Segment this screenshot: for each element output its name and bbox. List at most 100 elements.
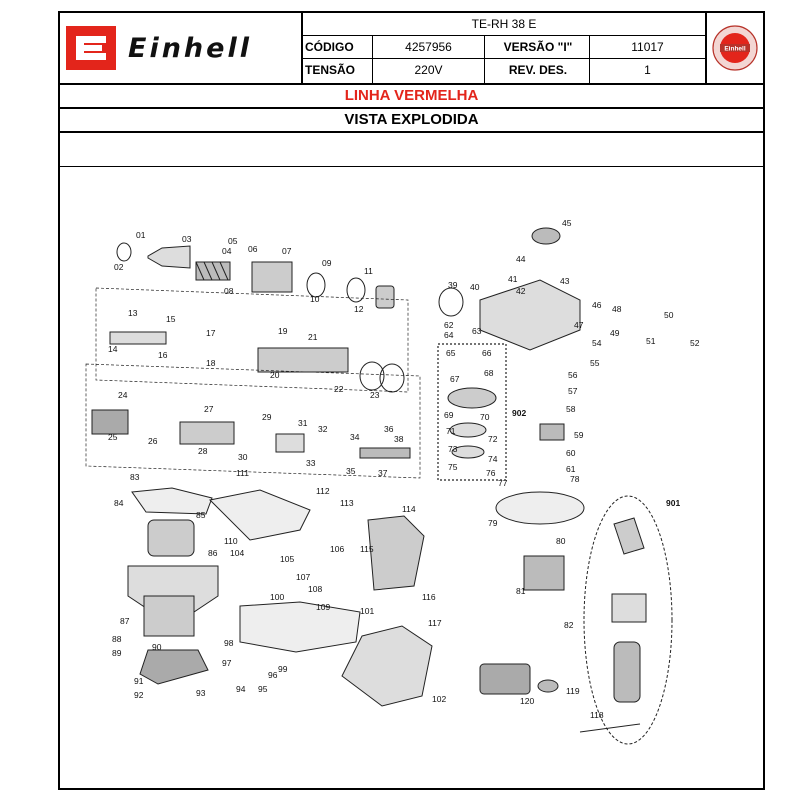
codigo-value: 4257956 bbox=[373, 36, 485, 59]
part-shape-79 bbox=[495, 491, 585, 525]
part-label-109: 109 bbox=[316, 602, 330, 612]
part-label-104: 104 bbox=[230, 548, 244, 558]
part-label-106: 106 bbox=[330, 544, 344, 554]
codigo-label: CÓDIGO bbox=[303, 36, 373, 59]
part-shape-102 bbox=[341, 625, 433, 707]
part-label-90: 90 bbox=[152, 642, 162, 652]
part-label-29: 29 bbox=[262, 412, 272, 422]
part-label-60: 60 bbox=[566, 448, 576, 458]
part-label-21: 21 bbox=[308, 332, 318, 342]
part-label-33: 33 bbox=[306, 458, 316, 468]
part-label-62: 62 bbox=[444, 320, 454, 330]
part-label-02: 02 bbox=[114, 262, 124, 272]
blank-band bbox=[60, 133, 763, 167]
part-shape-12 bbox=[375, 285, 395, 309]
part-label-95: 95 bbox=[258, 684, 268, 694]
group-902-frame bbox=[437, 343, 507, 481]
part-shape-45 bbox=[531, 227, 561, 245]
part-label-08: 08 bbox=[224, 286, 234, 296]
part-label-81: 81 bbox=[516, 586, 526, 596]
logo-cell: Einhell bbox=[60, 13, 303, 83]
part-label-50: 50 bbox=[664, 310, 674, 320]
part-shape-07 bbox=[251, 261, 293, 293]
part-label-80: 80 bbox=[556, 536, 566, 546]
part-shape-120 bbox=[479, 663, 531, 695]
part-label-88: 88 bbox=[112, 634, 122, 644]
part-shape-13 bbox=[109, 331, 167, 345]
part-label-54: 54 bbox=[592, 338, 602, 348]
part-label-19: 19 bbox=[278, 326, 288, 336]
part-label-77: 77 bbox=[498, 478, 508, 488]
part-label-45: 45 bbox=[562, 218, 572, 228]
part-label-57: 57 bbox=[568, 386, 578, 396]
part-label-37: 37 bbox=[378, 468, 388, 478]
datasheet: Einhell TE-RH 38 E CÓDIGO 4257956 VERSÃO… bbox=[58, 11, 765, 790]
part-label-48: 48 bbox=[612, 304, 622, 314]
part-label-56: 56 bbox=[568, 370, 578, 380]
part-label-41: 41 bbox=[508, 274, 518, 284]
part-label-47: 47 bbox=[574, 320, 584, 330]
part-label-46: 46 bbox=[592, 300, 602, 310]
part-label-115: 115 bbox=[360, 544, 374, 554]
part-label-18: 18 bbox=[206, 358, 216, 368]
part-shape-41 bbox=[479, 279, 581, 351]
part-label-61: 61 bbox=[566, 464, 576, 474]
part-label-92: 92 bbox=[134, 690, 144, 700]
part-label-51: 51 bbox=[646, 336, 656, 346]
part-label-96: 96 bbox=[268, 670, 278, 680]
part-label-67: 67 bbox=[450, 374, 460, 384]
part-shape-59 bbox=[539, 423, 565, 441]
part-label-116: 116 bbox=[422, 592, 436, 602]
part-label-82: 82 bbox=[564, 620, 574, 630]
part-label-38: 38 bbox=[394, 434, 404, 444]
part-label-64: 64 bbox=[444, 330, 454, 340]
part-label-111: 111 bbox=[236, 468, 249, 478]
part-label-30: 30 bbox=[238, 452, 248, 462]
part-label-11: 11 bbox=[364, 266, 373, 276]
part-label-32: 32 bbox=[318, 424, 328, 434]
part-shape-112 bbox=[208, 489, 311, 541]
part-label-05: 05 bbox=[228, 236, 238, 246]
part-shape-19 bbox=[257, 347, 349, 373]
model-name: TE-RH 38 E bbox=[303, 13, 705, 36]
part-label-52: 52 bbox=[690, 338, 700, 348]
part-label-14: 14 bbox=[108, 344, 118, 354]
part-label-117: 117 bbox=[428, 618, 442, 628]
part-label-59: 59 bbox=[574, 430, 584, 440]
part-label-36: 36 bbox=[384, 424, 394, 434]
part-shape-01 bbox=[116, 242, 132, 262]
einhell-logo-icon bbox=[66, 26, 116, 70]
part-label-15: 15 bbox=[166, 314, 176, 324]
part-label-73: 73 bbox=[448, 444, 458, 454]
part-label-13: 13 bbox=[128, 308, 138, 318]
part-label-76: 76 bbox=[486, 468, 496, 478]
line-band: LINHA VERMELHA bbox=[60, 85, 763, 109]
part-label-24: 24 bbox=[118, 390, 128, 400]
versao-label: VERSÃO "I" bbox=[485, 36, 590, 59]
part-label-98: 98 bbox=[224, 638, 234, 648]
part-shape-27 bbox=[179, 421, 235, 445]
part-label-63: 63 bbox=[472, 326, 482, 336]
part-label-113: 113 bbox=[340, 498, 354, 508]
part-shape-85 bbox=[147, 519, 195, 557]
part-label-79: 79 bbox=[488, 518, 498, 528]
part-label-114: 114 bbox=[402, 504, 416, 514]
part-shape-11 bbox=[346, 277, 366, 303]
part-shape-91 bbox=[139, 649, 209, 685]
part-label-58: 58 bbox=[566, 404, 576, 414]
part-label-10: 10 bbox=[310, 294, 320, 304]
view-band: VISTA EXPLODIDA bbox=[60, 109, 763, 133]
part-shape-83 bbox=[131, 487, 213, 515]
rev-label: REV. DES. bbox=[485, 59, 590, 83]
part-label-101: 101 bbox=[360, 606, 374, 616]
part-label-78: 78 bbox=[570, 474, 580, 484]
part-label-72: 72 bbox=[488, 434, 498, 444]
part-label-118: 118 bbox=[590, 710, 604, 720]
part-label-40: 40 bbox=[470, 282, 480, 292]
seal-cell: Einhell bbox=[705, 13, 763, 83]
part-label-89: 89 bbox=[112, 648, 122, 658]
part-label-65: 65 bbox=[446, 348, 456, 358]
part-label-68: 68 bbox=[484, 368, 494, 378]
part-label-03: 03 bbox=[182, 234, 192, 244]
